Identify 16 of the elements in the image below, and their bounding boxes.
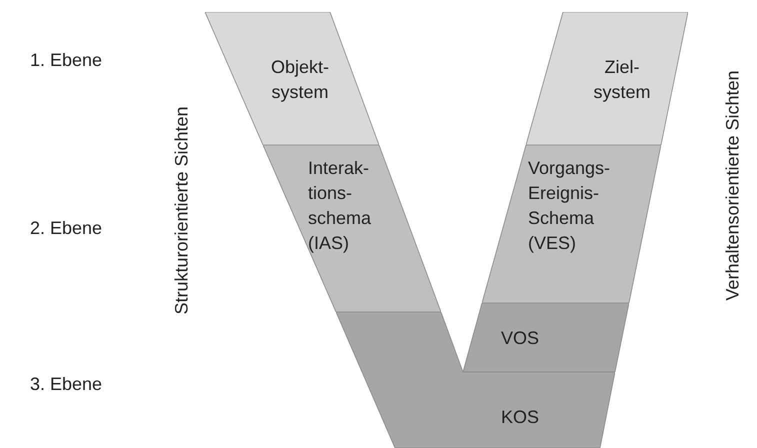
v-segment (463, 303, 629, 372)
segment-label: Interak- tions- schema (IAS) (308, 157, 372, 255)
v-segment (526, 12, 688, 145)
level-label: 1. Ebene (30, 50, 102, 71)
segment-label: VOS (500, 327, 540, 350)
v-segment (482, 145, 661, 303)
segment-label: Objekt- system (270, 56, 330, 104)
segment-label: Ziel- system (592, 56, 652, 104)
v-segment (263, 145, 441, 312)
axis-label: Strukturorientierte Sichten (172, 106, 193, 314)
level-label: 2. Ebene (30, 218, 102, 239)
level-label: 3. Ebene (30, 374, 102, 395)
axis-label: Verhaltensorientierte Sichten (722, 70, 744, 300)
segment-label: Vorgangs- Ereignis- Schema (VES) (528, 157, 612, 255)
segment-label: KOS (500, 406, 540, 429)
v-segment (205, 12, 379, 145)
